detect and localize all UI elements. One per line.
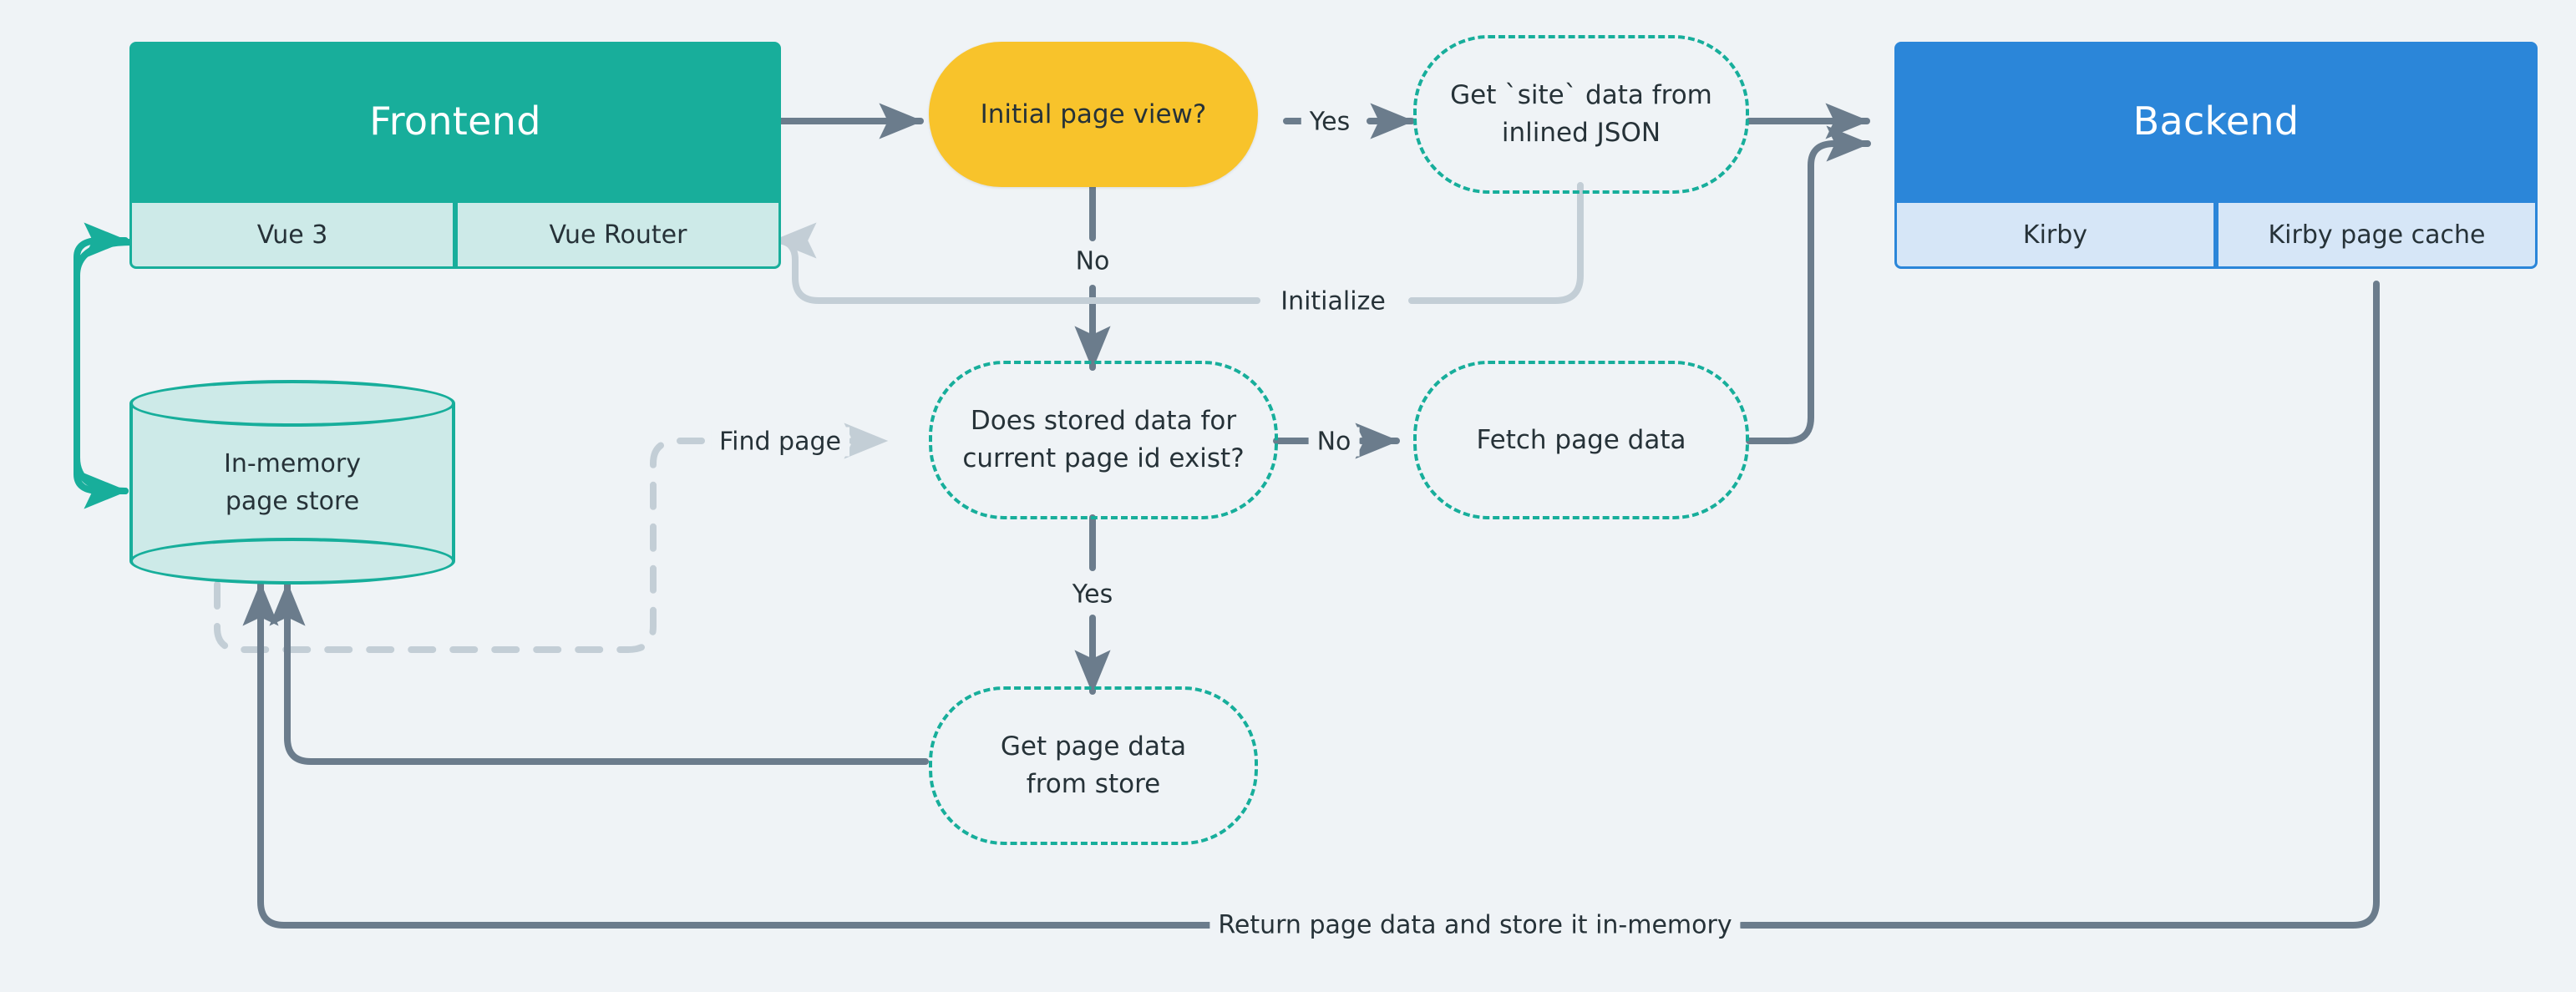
edge-findpage-a (214, 438, 722, 653)
node-get-page-data-from-store[interactable]: Get page data from store (929, 686, 1258, 845)
frontend-sub-vue-router[interactable]: Vue Router (455, 200, 781, 269)
store-label-line2: page store (225, 486, 360, 516)
edge-return-right (1738, 281, 2380, 929)
edge-teal-to-vue3 (74, 222, 129, 279)
edge-label-initialize: Initialize (1272, 286, 1394, 316)
backend-sub-kirby[interactable]: Kirby (1894, 200, 2216, 269)
edge-getpage-to-store (269, 581, 929, 765)
cylinder-body (129, 403, 455, 561)
backend-sub-kirby-page-cache[interactable]: Kirby page cache (2216, 200, 2538, 269)
node-fetch-page-data[interactable]: Fetch page data (1413, 361, 1749, 519)
edge-label-yes-top: Yes (1301, 107, 1359, 137)
in-memory-page-store[interactable]: In-memory page store (129, 380, 455, 585)
cylinder-top-ellipse (129, 380, 455, 427)
node-does-stored-data-exist[interactable]: Does stored data for current page id exi… (929, 361, 1278, 519)
edge-label-return-page-data: Return page data and store it in-memory (1209, 910, 1741, 940)
frontend-container-title: Frontend (129, 42, 781, 200)
edge-fetch-to-backend (1746, 125, 1871, 444)
edge-return-left (242, 581, 1214, 929)
edge-label-no-top: No (1067, 246, 1118, 276)
cylinder-bottom-ellipse (129, 538, 455, 585)
node-initial-page-view[interactable]: Initial page view? (929, 42, 1258, 187)
node-get-site-data[interactable]: Get `site` data from inlined JSON (1413, 35, 1749, 194)
get-site-line2: inlined JSON (1501, 118, 1661, 148)
edge-label-no-mid: No (1308, 427, 1360, 457)
get-page-line1: Get page data (1000, 731, 1187, 762)
get-page-line2: from store (1026, 769, 1161, 799)
get-site-line1: Get `site` data from (1450, 80, 1712, 111)
edge-initialize-right (1408, 182, 1584, 304)
frontend-sub-vue3[interactable]: Vue 3 (129, 200, 455, 269)
edge-label-find-page: Find page (711, 427, 849, 457)
edge-label-yes-mid: Yes (1063, 580, 1122, 610)
store-label-line1: In-memory (223, 448, 362, 478)
store-label: In-memory page store (129, 380, 455, 585)
stored-data-line1: Does stored data for (970, 406, 1237, 437)
edge-teal-spine (74, 239, 135, 494)
stored-data-line2: current page id exist? (962, 443, 1245, 473)
backend-container-title: Backend (1894, 42, 2538, 200)
edge-initialize-left (772, 222, 1260, 304)
edge-teal-to-store (74, 454, 129, 509)
